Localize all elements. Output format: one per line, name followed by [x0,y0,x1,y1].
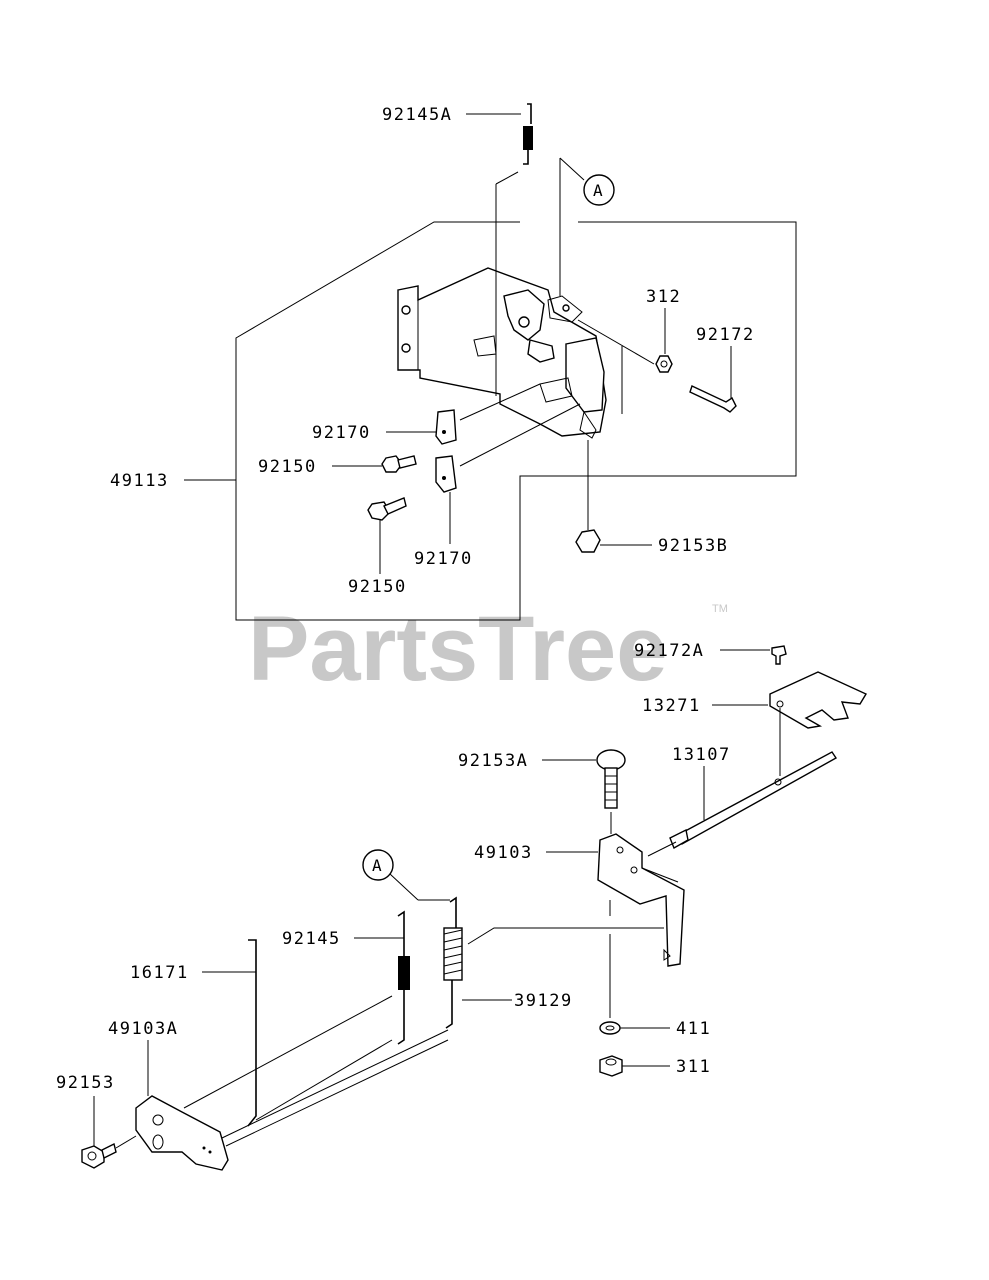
label-92153B[interactable]: 92153B [658,536,728,556]
svg-text:A: A [372,856,382,875]
label-16171[interactable]: 16171 [130,963,189,983]
label-49103[interactable]: 49103 [474,843,533,863]
clip-92170-lower[interactable] [435,455,457,493]
label-92153A[interactable]: 92153A [458,751,528,771]
bolt-92153B[interactable] [575,440,601,553]
spring-39129[interactable] [443,896,463,1029]
nut-312[interactable] [655,355,673,373]
label-39129[interactable]: 39129 [514,991,573,1011]
label-92170-upper[interactable]: 92170 [312,423,371,443]
label-92172[interactable]: 92172 [696,325,755,345]
label-49113[interactable]: 49113 [110,471,169,491]
label-92145[interactable]: 92145 [282,929,341,949]
spring-92145[interactable] [397,910,410,1045]
control-panel-plate[interactable] [397,157,607,439]
rod-16171[interactable] [247,939,257,1127]
lever-49103[interactable] [597,833,685,967]
reference-callout-a-top: A [583,174,615,206]
washer-411[interactable] [599,1021,621,1035]
label-92150-lower[interactable]: 92150 [348,577,407,597]
watermark: PartsTree [248,598,667,700]
label-92153[interactable]: 92153 [56,1073,115,1093]
plate-49103A[interactable] [135,1095,229,1171]
label-411[interactable]: 411 [676,1019,711,1039]
nut-311[interactable] [599,1055,623,1077]
axis-92153 [115,1135,137,1149]
label-92172A[interactable]: 92172A [634,641,704,661]
bolt-92153A[interactable] [596,749,626,834]
screw-92172[interactable] [689,385,737,413]
reference-callout-a-bottom: A [362,849,394,881]
label-49103A[interactable]: 49103A [108,1019,178,1039]
label-92150-upper[interactable]: 92150 [258,457,317,477]
axis-line-312 [577,319,655,365]
label-13271[interactable]: 13271 [642,696,701,716]
axis-line-clip-upper [459,383,541,421]
label-92170-lower[interactable]: 92170 [414,549,473,569]
label-312[interactable]: 312 [646,287,681,307]
assembly-bracket-outline [235,221,797,621]
spring-92145A[interactable] [523,103,533,165]
label-92145A[interactable]: 92145A [382,105,452,125]
screw-92172A[interactable] [771,645,787,665]
label-311[interactable]: 311 [676,1057,711,1077]
bolt-92153[interactable] [81,1142,117,1169]
clip-92170-upper[interactable] [435,409,457,445]
shaft-13107[interactable] [669,751,838,850]
svg-text:A: A [593,181,603,200]
callout-a-leader [389,873,419,901]
throttle-rod[interactable] [183,995,449,1147]
bolt-92150-upper[interactable] [381,455,417,473]
bolt-92150-lower[interactable] [367,497,407,521]
plate-13271[interactable] [769,671,868,729]
label-13107[interactable]: 13107 [672,745,731,765]
axis-line-clip-lower [459,403,581,467]
link-line-39129 [467,927,664,945]
watermark-trademark: TM [712,603,728,615]
